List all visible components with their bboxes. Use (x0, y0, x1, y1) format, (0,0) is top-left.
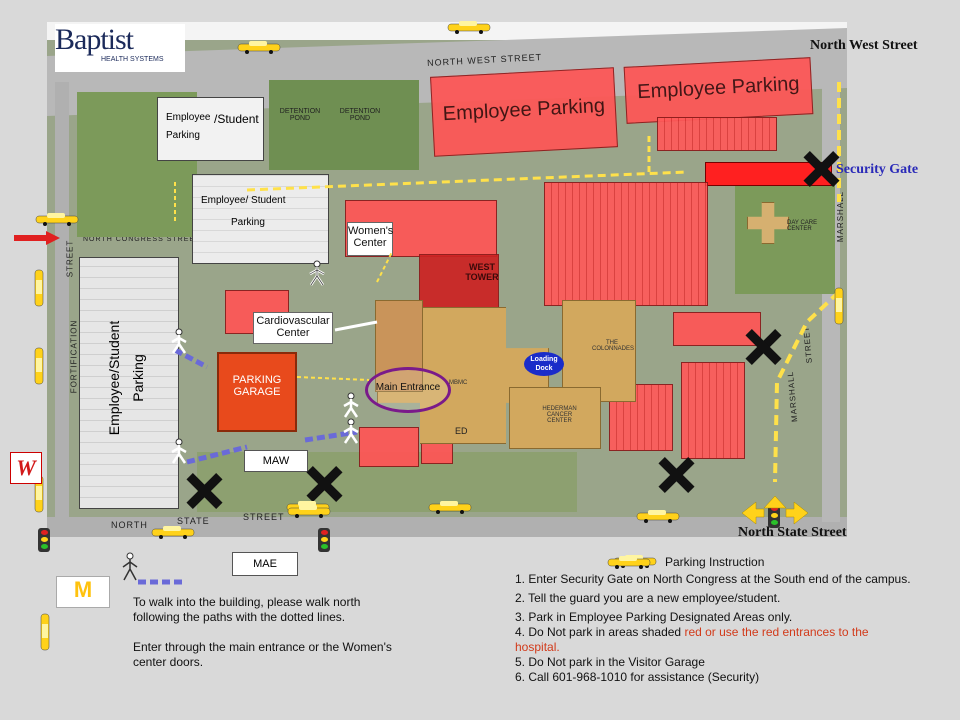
walker-icon (122, 552, 184, 585)
security-gate-label: Security Gate (836, 162, 919, 177)
taxi-icon (40, 613, 50, 651)
instruction-item-5: 5. Do Not park in the Visitor Garage (515, 655, 705, 669)
instruction-item-4-red: red or use the red entrances to the hosp… (515, 625, 869, 654)
colonnades-label: THE COLONNADES (592, 340, 635, 352)
taxi-icon (151, 526, 195, 539)
walker-icon (343, 392, 359, 444)
instruction-item-1: 1. Enter Security Gate on North Congress… (515, 572, 911, 586)
emp-student-lot-left: Employee/Student Parking (79, 257, 179, 509)
taxi-icon (34, 269, 44, 307)
instruction-item-6: 6. Call 601-968-1010 for assistance (Sec… (515, 670, 760, 684)
street-label-north: NORTH (111, 520, 148, 530)
hederman-building (509, 387, 601, 449)
day-care-label: DAY CARE CENTER (787, 220, 818, 232)
taxi-icon (35, 213, 79, 226)
taxi-icon (287, 505, 331, 518)
no-parking-x-icon (802, 150, 840, 188)
taxi-icon (607, 556, 651, 569)
logo-sub: HEALTH SYSTEMS (101, 56, 164, 63)
no-parking-x-icon (185, 472, 223, 510)
green-area-ponds (269, 80, 419, 170)
ed-label: ED (455, 426, 468, 436)
walker-icon (171, 438, 187, 464)
yellow-path-garage (296, 376, 370, 381)
parking-instruction-title: Parking Instruction (665, 555, 765, 569)
baptist-logo: Baptist HEALTH SYSTEMS (55, 24, 185, 72)
cardiovascular-center-label: Cardiovascular Center (253, 312, 333, 344)
emp-student-top-a: Employee (166, 112, 211, 123)
yellow-path-marshall-south (773, 290, 841, 483)
walk-path-2 (186, 444, 248, 465)
yellow-arrows-icon (742, 496, 808, 525)
traffic-light-icon (318, 528, 330, 552)
no-parking-x-icon (744, 328, 782, 366)
mbmc-label: MBMC (449, 380, 468, 386)
walgreens-logo: W (10, 452, 42, 484)
walk-instruction-1: To walk into the building, please walk n… (133, 595, 361, 624)
red-lot-ne-strip (657, 117, 777, 151)
emp-student-top-c: Parking (166, 130, 200, 141)
street-label-state: STATE (177, 516, 210, 526)
colonnades-building (562, 300, 636, 402)
traffic-light-icon (768, 504, 780, 528)
traffic-light-icon (38, 528, 50, 552)
north-west-street-label: North West Street (810, 38, 918, 53)
parking-garage: PARKING GARAGE (217, 352, 297, 432)
taxi-icon (428, 501, 472, 514)
mcdonalds-logo: M (56, 576, 110, 608)
parking-instruction-list: 1. Enter Security Gate on North Congress… (515, 572, 915, 685)
taxi-icon (447, 21, 491, 34)
main-entrance-ring: Main Entrance (365, 367, 451, 413)
taxi-icon (834, 287, 844, 325)
no-parking-x-icon (657, 456, 695, 494)
womens-center-label: Women's Center (347, 222, 393, 256)
taxi-icon (34, 347, 44, 385)
taxi-icon (636, 510, 680, 523)
walker-icon (309, 260, 325, 286)
mae-label: MAE (232, 552, 298, 576)
logo-brand: Baptist (55, 23, 134, 56)
emp-student-mid-b: Parking (231, 217, 265, 228)
green-area-daycare (735, 184, 835, 294)
street-label-state-street: STREET (243, 512, 285, 522)
detention-pond-1: DETENTION POND (279, 108, 321, 122)
red-lot-ed (359, 427, 419, 467)
instruction-item-4-text: 4. Do Not park in areas shaded (515, 625, 682, 639)
detention-pond-2: DETENTION POND (339, 108, 381, 122)
walk-instruction-2: Enter through the main entrance or the W… (133, 640, 392, 669)
emp-student-mid-a: Employee/ Student (201, 195, 286, 206)
hederman-label: HEDERMAN CANCER CENTER (542, 406, 577, 424)
yellow-path-womens (376, 251, 393, 283)
taxi-icon (237, 41, 281, 54)
fortification-street-road (55, 82, 69, 522)
red-lot-east-tall (681, 362, 745, 459)
north-state-street-label: North State Street (738, 525, 847, 540)
walk-path-1 (173, 347, 209, 370)
red-arrow-icon (14, 231, 60, 245)
emp-student-top-b: /Student (214, 112, 259, 126)
instruction-item-4: 4. Do Not park in areas shaded red or us… (515, 625, 915, 655)
street-label-north-congress: NORTH CONGRESS STREET (83, 236, 201, 243)
yellow-path-congress (246, 170, 688, 192)
west-tower-red (419, 254, 499, 316)
walker-icon (171, 328, 187, 354)
campus-map: Baptist HEALTH SYSTEMS NORTH WEST STREET… (47, 22, 847, 537)
red-lot-central-east (544, 182, 708, 306)
emp-student-lot-top: Employee /Student Parking (157, 97, 264, 161)
walk-path-3 (304, 429, 358, 443)
cv-pointer (334, 320, 378, 332)
loading-dock-badge: Loading Dock (524, 352, 564, 376)
no-parking-x-icon (305, 465, 343, 503)
west-tower-label: WEST TOWER (465, 262, 499, 282)
instruction-item-3: 3. Park in Employee Parking Designated A… (515, 610, 793, 624)
instruction-item-2: 2. Tell the guard you are a new employee… (515, 591, 781, 605)
parking-garage-label: PARKING GARAGE (232, 374, 282, 398)
maw-label: MAW (244, 450, 308, 472)
